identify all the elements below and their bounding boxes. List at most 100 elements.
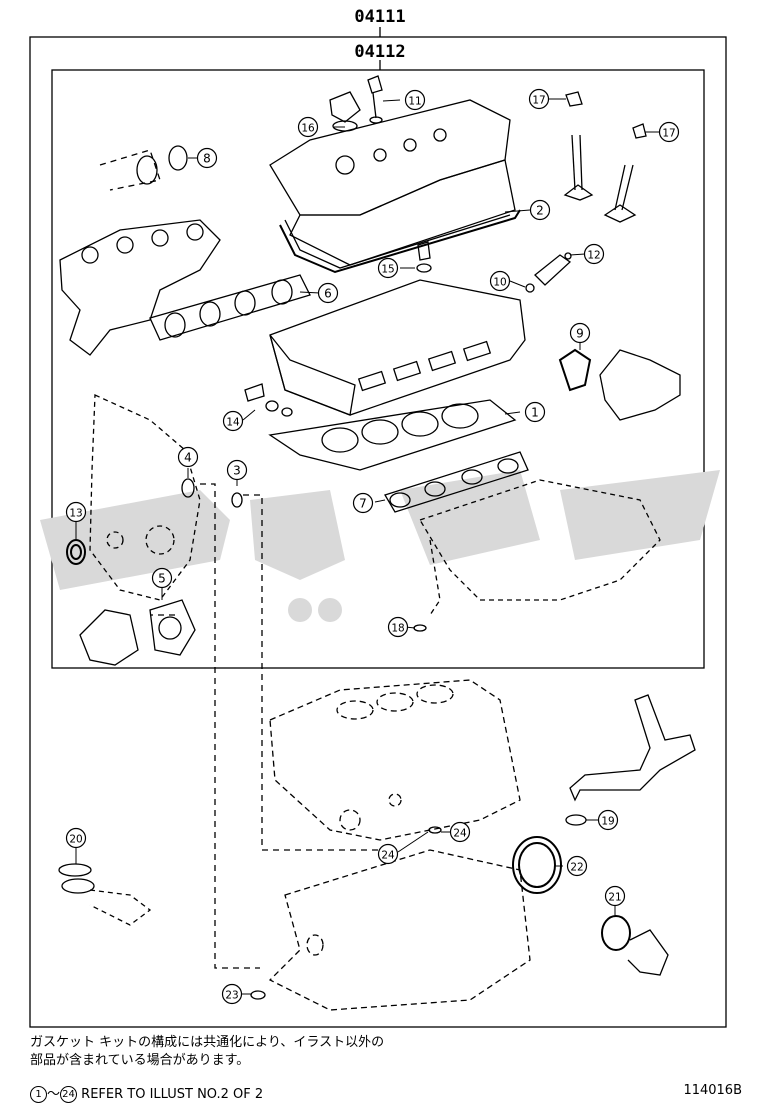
water-inlet — [601, 915, 669, 976]
o-ring-24 — [428, 826, 442, 834]
callout-number: 23 — [225, 990, 238, 1002]
callout-circle — [297, 116, 319, 138]
callout-circle — [387, 616, 409, 638]
callout-number: 14 — [226, 417, 240, 429]
callout-number: 8 — [203, 152, 211, 166]
kit-code-inner: 04112 — [354, 42, 405, 62]
callout-number: 2 — [536, 204, 544, 218]
ref-text: REFER TO ILLUST NO.2 OF 2 — [81, 1087, 264, 1102]
callout-circle — [583, 243, 605, 265]
reference-note: 1～24 REFER TO ILLUST NO.2 OF 2 — [30, 1083, 263, 1103]
callout-circle — [221, 983, 243, 1005]
callout-number: 24 — [453, 828, 467, 840]
valve-cover-gasket — [279, 209, 521, 274]
callout-circle — [658, 121, 680, 143]
camshaft-position-parts — [244, 383, 293, 417]
illustration-code: 114016B — [683, 1083, 742, 1098]
callout-leaders — [75, 98, 660, 995]
callout-markers: 1234567891011121314151617171819202122232… — [65, 88, 680, 1005]
water-outlet — [558, 348, 681, 421]
callout-circle — [597, 809, 619, 831]
watermark — [40, 470, 720, 622]
fuel-injector — [525, 252, 572, 293]
callout-number: 5 — [158, 572, 166, 586]
callout-number: 20 — [69, 834, 82, 846]
intake-manifold-gasket — [384, 451, 529, 513]
callout-circle — [196, 147, 218, 169]
callout-circle — [566, 855, 588, 877]
callout-number: 21 — [608, 892, 621, 904]
oil-filter-bracket-parts — [58, 863, 152, 926]
callout-number: 18 — [391, 623, 404, 635]
callout-number: 22 — [570, 862, 583, 874]
water-pump-gasket — [149, 599, 196, 656]
timing-chain-cover — [89, 394, 201, 601]
callout-number: 16 — [301, 123, 315, 135]
callout-number: 24 — [381, 850, 395, 862]
callout-circle — [151, 567, 173, 589]
callout-circle — [317, 282, 339, 304]
drain-plug-gasket — [250, 990, 266, 1000]
callout-number: 4 — [184, 451, 192, 465]
callout-circle — [65, 827, 87, 849]
callout-number: 13 — [69, 508, 82, 520]
callout-circle — [377, 257, 399, 279]
callout-circle — [449, 821, 471, 843]
exhaust-manifold — [59, 145, 221, 356]
callout-circle — [65, 501, 87, 523]
callout-circle — [604, 885, 626, 907]
callout-circle — [377, 843, 399, 865]
pipe-gasket-19 — [565, 814, 587, 826]
callout-number: 19 — [601, 816, 614, 828]
callout-circle — [226, 459, 248, 481]
o-ring-3 — [231, 492, 243, 508]
inner-kit-frame — [51, 69, 705, 669]
ref-to-circle: 24 — [60, 1086, 78, 1103]
callout-circle — [569, 322, 591, 344]
callout-number: 12 — [587, 250, 600, 262]
callout-circle — [222, 410, 244, 432]
cover-bolt — [367, 75, 383, 124]
valves — [563, 91, 647, 223]
callout-number: 7 — [359, 497, 367, 511]
dashed-leaders — [150, 483, 390, 969]
callout-number: 11 — [408, 96, 421, 108]
cylinder-head-gasket — [268, 399, 517, 471]
callout-number: 10 — [493, 277, 506, 289]
callout-number: 17 — [662, 128, 675, 140]
oil-filler-cap — [329, 91, 361, 132]
plug-tube — [417, 241, 431, 261]
callout-number: 17 — [532, 95, 545, 107]
callout-circle — [489, 270, 511, 292]
cylinder-head — [269, 279, 526, 416]
ref-tilde: ～ — [47, 1087, 61, 1102]
callout-number: 1 — [531, 406, 539, 420]
oil-pan — [268, 849, 531, 1011]
ref-from-circle: 1 — [30, 1086, 47, 1103]
note-line-2: 部品が含まれている場合があります。 — [30, 1053, 250, 1068]
exhaust-manifold-gasket — [149, 274, 311, 341]
water-pump — [79, 609, 139, 666]
callout-circle — [529, 199, 551, 221]
kit-code-outer: 04111 — [354, 7, 405, 27]
callout-number: 3 — [233, 464, 241, 478]
callout-circle — [404, 89, 426, 111]
water-bypass-pipe — [569, 694, 696, 802]
callout-circle — [528, 88, 550, 110]
callout-circle — [177, 446, 199, 468]
o-ring-18 — [413, 624, 427, 632]
plug-tube-gasket — [416, 263, 432, 273]
callout-number: 15 — [381, 264, 394, 276]
valve-cover — [269, 99, 516, 269]
note-line-1: ガスケット キットの構成には共通化により、イラスト以外の — [30, 1035, 385, 1050]
o-ring-4 — [181, 478, 195, 498]
callout-circle — [352, 492, 374, 514]
callout-number: 6 — [324, 287, 332, 301]
rear-oil-seal — [512, 836, 562, 894]
callout-circle — [524, 401, 546, 423]
callout-number: 9 — [576, 327, 584, 341]
outer-kit-frame — [29, 36, 727, 1028]
cylinder-block — [269, 679, 521, 841]
intake-manifold — [419, 479, 661, 616]
